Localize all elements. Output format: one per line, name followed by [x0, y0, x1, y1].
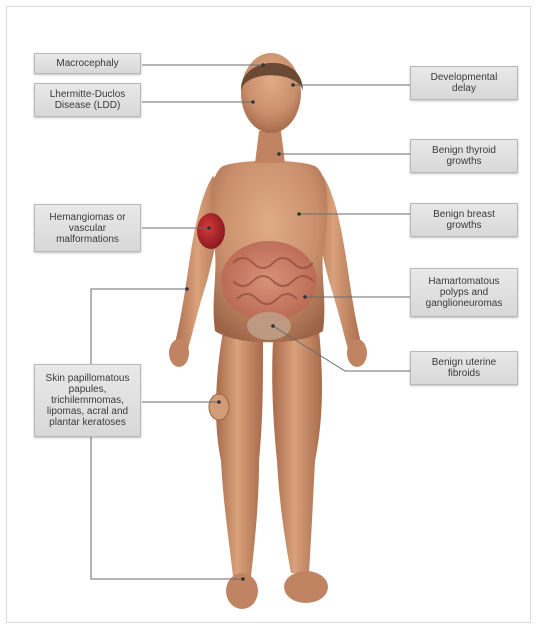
label-hamartomatous-polyps: Hamartomatous polyps and ganglioneuromas: [410, 268, 518, 317]
label-lhermitte-duclos-disease: Lhermitte-Duclos Disease (LDD): [34, 83, 141, 117]
label-thyroid-growths: Benign thyroid growths: [410, 139, 518, 173]
legs: [216, 331, 328, 609]
label-hemangiomas: Hemangiomas or vascular malformations: [34, 204, 141, 252]
label-skin-lesions: Skin papillomatous papules, trichilemmom…: [34, 364, 141, 437]
label-uterine-fibroids: Benign uterine fibroids: [410, 351, 518, 385]
label-breast-growths: Benign breast growths: [410, 203, 518, 237]
neck: [255, 131, 285, 163]
vascular-lesion: [197, 213, 225, 249]
label-developmental-delay: Developmental delay: [410, 66, 518, 100]
lipoma-lump: [209, 394, 229, 420]
label-macrocephaly: Macrocephaly: [34, 53, 141, 74]
